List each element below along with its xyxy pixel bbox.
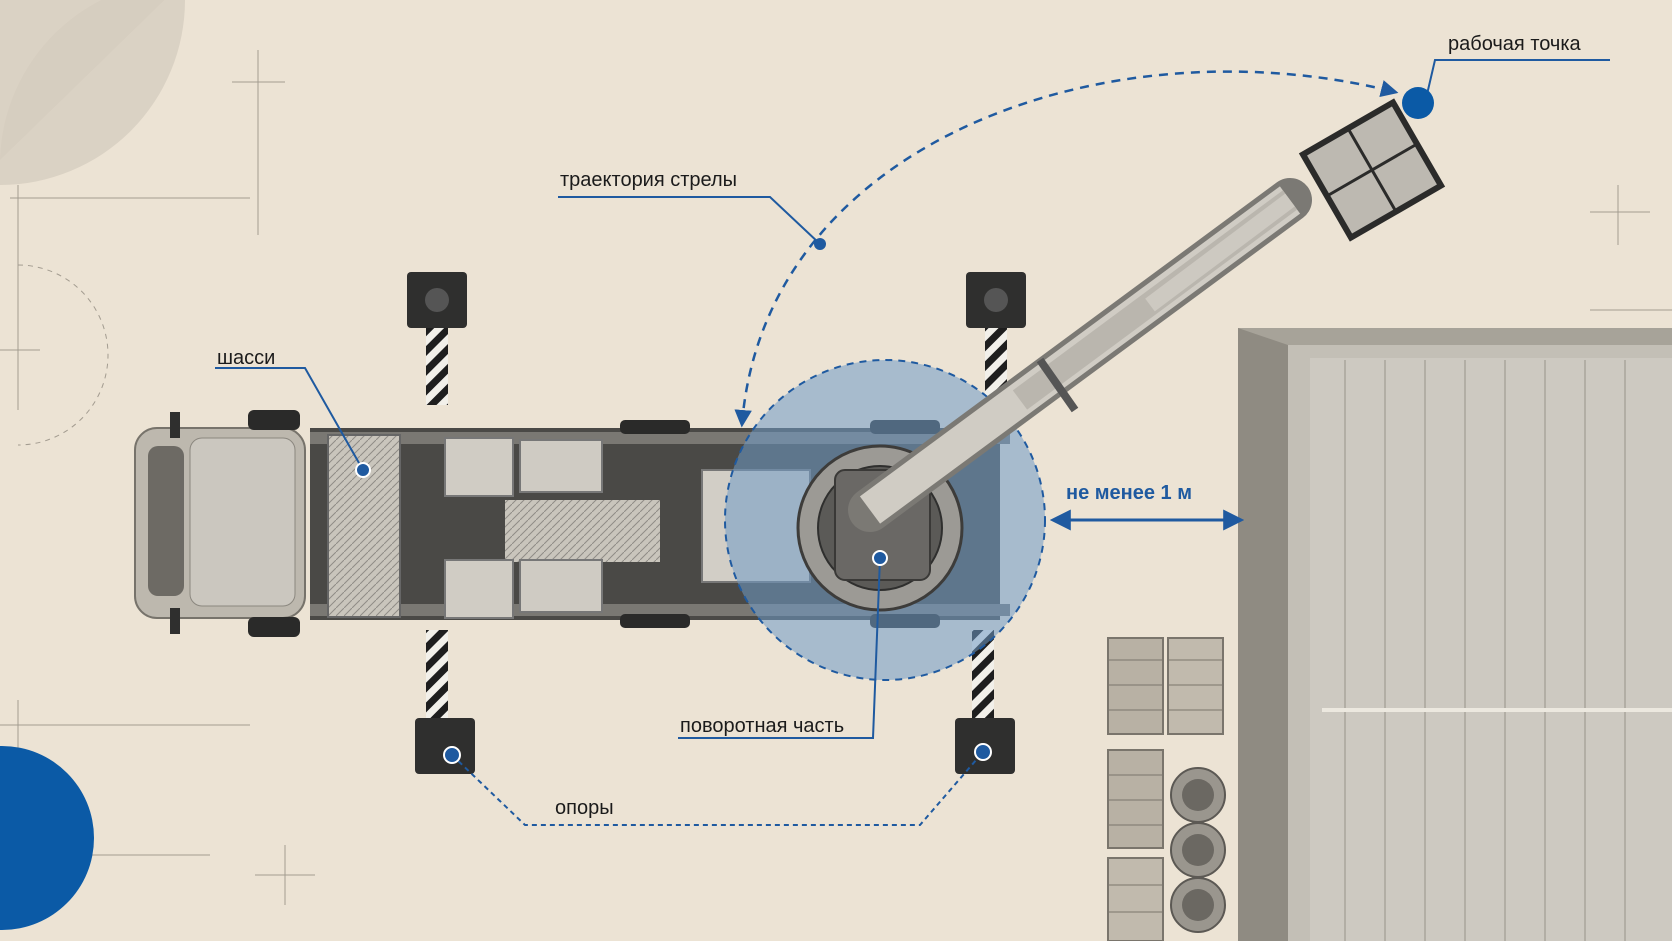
label-chassis: шасси bbox=[217, 347, 275, 369]
pallets-and-pipes bbox=[1107, 637, 1226, 941]
boom-trajectory-marker bbox=[814, 238, 826, 250]
annotation-lines bbox=[215, 59, 1610, 826]
label-outriggers: опоры bbox=[555, 797, 614, 819]
label-turret: поворотная часть bbox=[680, 715, 844, 737]
turret-marker bbox=[872, 550, 888, 566]
outrigger-pad bbox=[415, 718, 475, 774]
decorative-blue-disc bbox=[0, 746, 94, 930]
label-clearance: не менее 1 м bbox=[1066, 482, 1192, 504]
work-point-marker bbox=[1402, 87, 1434, 119]
label-boom-trajectory: траектория стрелы bbox=[560, 169, 737, 191]
outrigger-right-marker bbox=[974, 743, 992, 761]
boom-trajectory-arc bbox=[734, 70, 1399, 428]
building bbox=[1238, 328, 1672, 941]
markers bbox=[355, 87, 1434, 764]
chassis-marker bbox=[355, 462, 371, 478]
label-work-point: рабочая точка bbox=[1448, 33, 1582, 55]
outrigger-left-marker bbox=[443, 746, 461, 764]
